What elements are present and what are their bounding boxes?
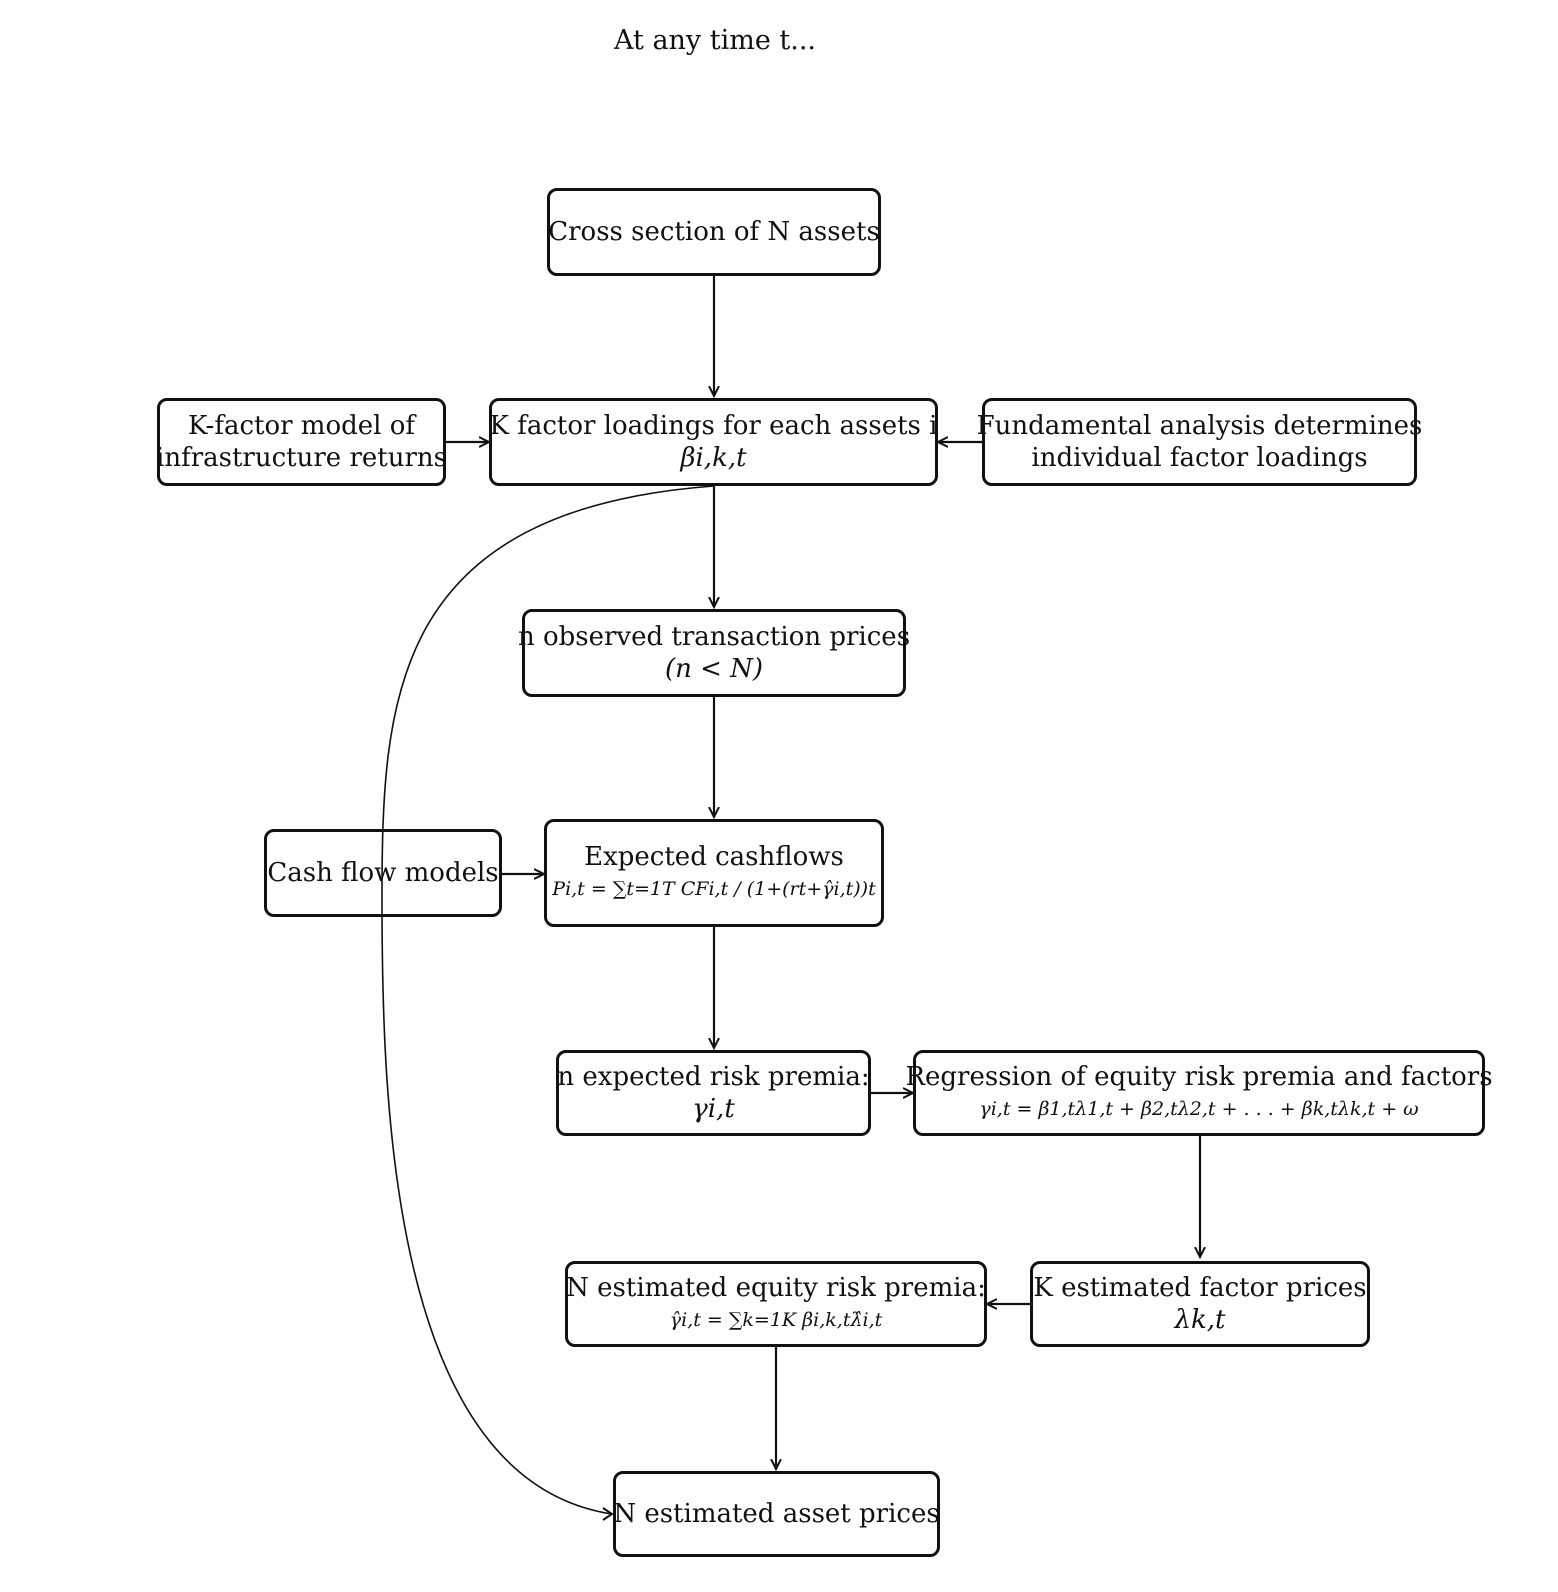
node-cross-section: Cross section of N assets [547, 188, 881, 276]
node-factor-model: K-factor model of infrastructure returns [156, 398, 447, 486]
node-factor-loadings-line1: K factor loadings for each assets i [489, 411, 938, 441]
node-regression-line1: Regression of equity risk premia and fac… [905, 1062, 1493, 1092]
node-estimated-premia: N estimated equity risk premia: γ̂i,t = … [565, 1261, 987, 1347]
node-observed-prices-line1: n observed transaction prices [517, 622, 911, 652]
node-asset-prices: N estimated asset prices [613, 1471, 940, 1557]
node-fundamental-analysis: Fundamental analysis determines individu… [977, 398, 1422, 486]
diagram-title: At any time t... [613, 25, 817, 56]
node-regression: Regression of equity risk premia and fac… [905, 1050, 1493, 1136]
node-fundamental-line1: Fundamental analysis determines [976, 411, 1423, 441]
node-factor-loadings-formula: βi,k,t [680, 443, 747, 473]
node-cash-flow-models: Cash flow models [264, 829, 502, 917]
node-cash-flow-models-label: Cash flow models [267, 858, 499, 888]
node-expected-cashflows: Expected cashflows Pi,t = ∑t=1T CFi,t / … [544, 819, 884, 927]
node-estimated-premia-line1: N estimated equity risk premia: [566, 1273, 986, 1303]
node-risk-premia: n expected risk premia: γi,t [556, 1050, 871, 1136]
node-asset-prices-label: N estimated asset prices [613, 1499, 940, 1529]
node-factor-prices-formula: λk,t [1174, 1305, 1226, 1335]
node-regression-formula: γi,t = β1,tλ1,t + β2,tλ2,t + . . . + βk,… [979, 1098, 1419, 1120]
node-factor-prices-line1: K estimated factor prices [1033, 1273, 1367, 1303]
node-observed-prices-formula: (n < N) [664, 654, 764, 684]
node-cross-section-label: Cross section of N assets [548, 217, 880, 247]
node-risk-premia-formula: γi,t [692, 1094, 735, 1124]
node-factor-loadings: K factor loadings for each assets i βi,k… [489, 398, 938, 486]
node-expected-cashflows-line1: Expected cashflows [584, 842, 844, 872]
node-fundamental-line2: individual factor loadings [1031, 443, 1368, 473]
node-observed-prices: n observed transaction prices (n < N) [518, 609, 910, 697]
node-factor-model-line1: K-factor model of [188, 411, 415, 441]
node-estimated-premia-formula: γ̂i,t = ∑k=1K βi,k,tλ̂i,t [669, 1309, 883, 1331]
node-factor-model-line2: infrastructure returns [156, 443, 447, 473]
node-expected-cashflows-formula: Pi,t = ∑t=1T CFi,t / (1+(rt+γ̂i,t))t [552, 878, 876, 900]
node-risk-premia-line1: n expected risk premia: [557, 1062, 870, 1092]
node-factor-prices: K estimated factor prices λk,t [1030, 1261, 1370, 1347]
